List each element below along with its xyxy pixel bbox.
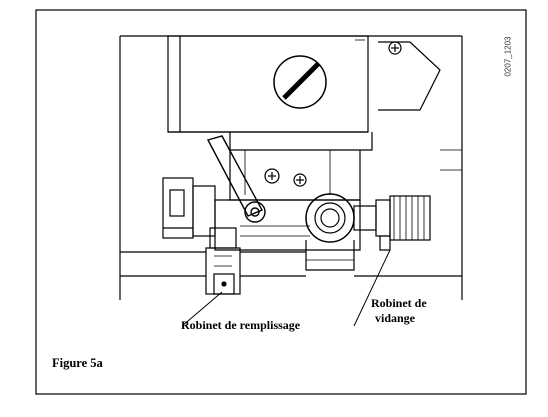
inner-frame xyxy=(119,35,463,300)
drain-port xyxy=(305,193,355,243)
drain-valve-knob xyxy=(353,195,431,251)
bracket-screw xyxy=(388,41,402,55)
leader-lines xyxy=(181,249,391,327)
motor-screw-head xyxy=(273,55,327,109)
pump-housing xyxy=(229,150,361,201)
fill-valve-label: Robinet de remplissage xyxy=(181,318,301,332)
drain-valve-label-line1: Robinet de xyxy=(371,296,427,310)
left-connector xyxy=(162,177,216,239)
manifold xyxy=(214,193,361,271)
fill-valve-leader xyxy=(181,291,223,327)
outer-border xyxy=(35,9,527,395)
pump-motor xyxy=(167,35,462,171)
drain-valve-label: Robinet de vidange xyxy=(371,296,427,326)
pipe xyxy=(120,251,462,277)
drawing-code-text: 0207_1203 xyxy=(503,36,513,77)
figure-caption: Figure 5a xyxy=(52,356,103,370)
drain-valve-leader xyxy=(353,249,391,327)
fill-valve-body xyxy=(205,227,241,295)
drawing-code: 0207_1203 xyxy=(498,22,513,102)
drain-valve-label-line2: vidange xyxy=(375,311,416,325)
fill-valve-lever xyxy=(206,135,266,223)
